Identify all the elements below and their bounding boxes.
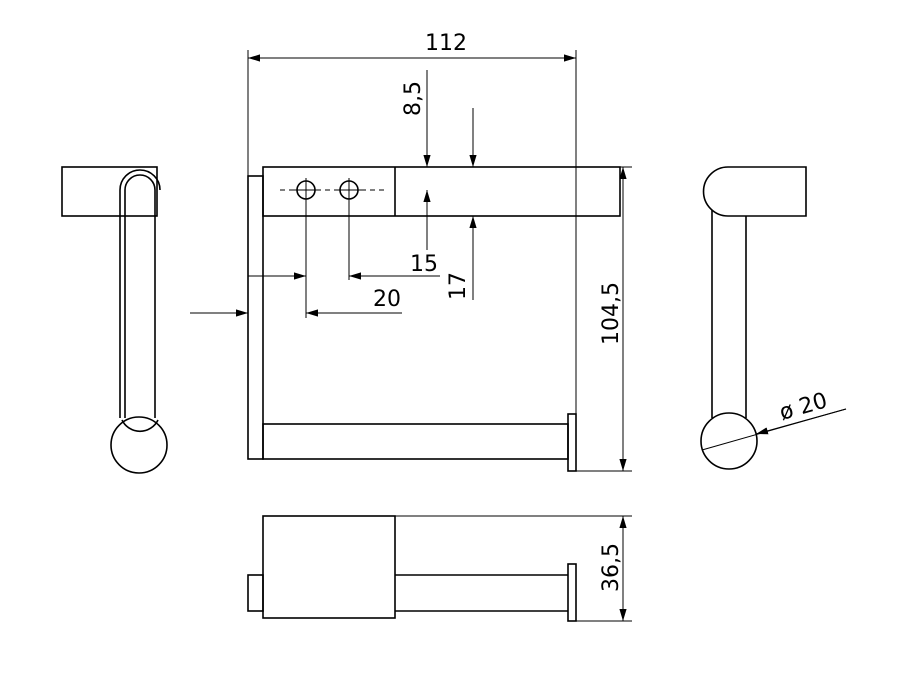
dim-label-104-5: 104,5	[599, 282, 624, 345]
dim-label-112: 112	[425, 31, 467, 56]
front-roll-bar	[262, 423, 569, 460]
dim-label-20: 20	[373, 287, 401, 312]
dim-top-offset: 8,5	[401, 70, 431, 250]
dim-label-15: 15	[410, 252, 438, 277]
dim-depth: 36,5	[395, 515, 632, 622]
dim-overall-height: 104,5	[576, 166, 632, 472]
top-bar-end-cap	[567, 563, 577, 622]
dim-hole-spacing: 20	[190, 287, 402, 317]
front-screw-hole-2	[337, 178, 361, 202]
front-roll-end-cap	[567, 413, 577, 472]
left-wall-block	[61, 166, 158, 217]
front-mount-bar	[262, 166, 621, 217]
dim-overall-width: 112	[247, 31, 577, 414]
dim-label-36-5: 36,5	[599, 543, 624, 592]
dim-hole-offset: 15	[248, 200, 440, 318]
front-back-plate	[247, 175, 264, 460]
left-roller-end	[110, 416, 168, 474]
top-mount-block	[262, 515, 396, 619]
left-roller-inner-arc	[121, 419, 159, 433]
dim-label-diameter: ø 20	[777, 388, 830, 425]
left-arm-inner	[124, 174, 156, 418]
top-back-plate	[247, 574, 264, 612]
top-view	[247, 515, 577, 622]
left-side-view	[61, 166, 168, 474]
left-arm-outer	[119, 169, 161, 418]
right-roller-end	[700, 412, 758, 470]
right-wall-block	[702, 166, 807, 217]
dim-label-17: 17	[446, 272, 471, 300]
front-screw-hole-1	[294, 178, 318, 202]
dim-diameter: ø 20	[701, 388, 847, 451]
dim-label-8-5: 8,5	[401, 81, 426, 116]
front-view	[247, 166, 621, 472]
dim-plate-height: 17	[446, 108, 477, 300]
right-side-view	[700, 166, 807, 470]
